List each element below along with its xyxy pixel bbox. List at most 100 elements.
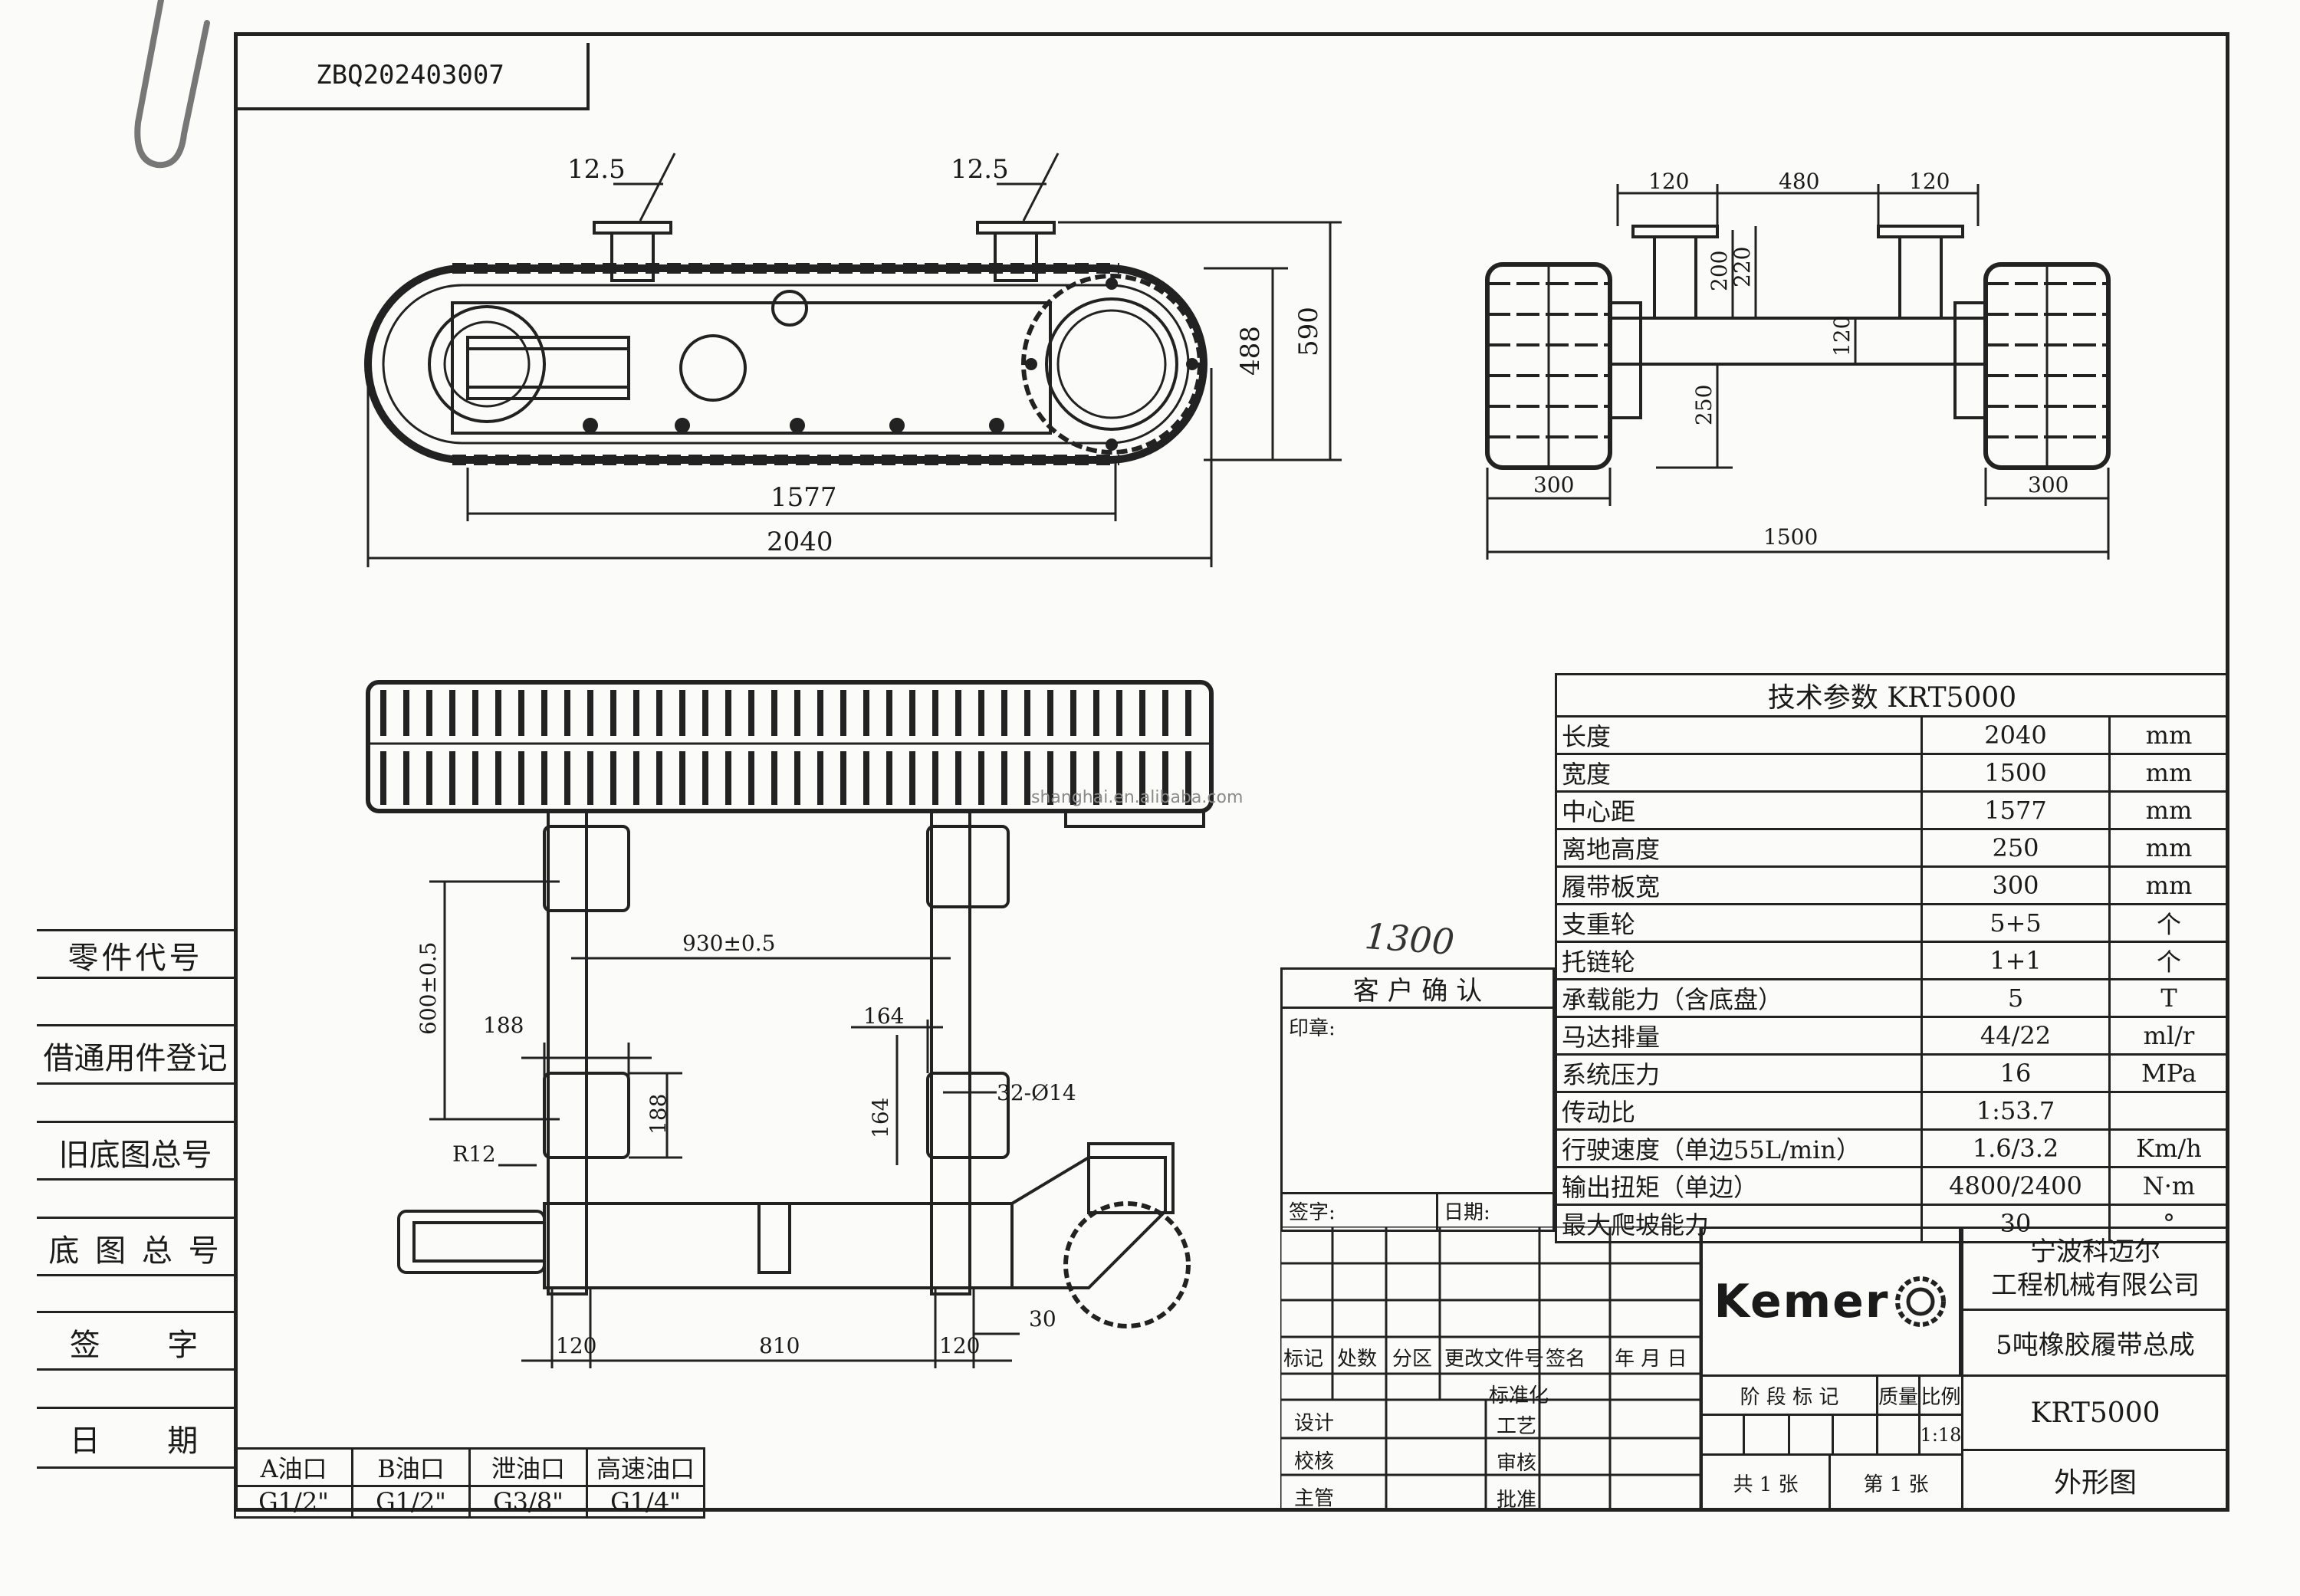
side-date: 日 期 — [37, 1407, 234, 1469]
dim-1577: 1577 — [770, 482, 837, 513]
dim-164-vertical: 164 — [868, 1098, 893, 1138]
param-value: 4800/2400 — [1921, 1166, 2111, 1206]
oil-port-value: G1/2" — [351, 1485, 471, 1519]
dim-front-250: 250 — [1691, 385, 1717, 425]
logo-gear-icon — [1895, 1276, 1947, 1327]
rev-header-sign: 签名 — [1546, 1348, 1586, 1371]
param-unit: ml/r — [2108, 1016, 2229, 1056]
front-view: 120 480 120 200 220 120 250 300 300 1500 — [1485, 169, 2111, 560]
dim-front-120-left: 120 — [1648, 169, 1689, 194]
approval-standard: 标准化 — [1489, 1384, 1549, 1407]
revision-grid — [1280, 1227, 1700, 1512]
dim-488: 488 — [1235, 326, 1266, 376]
dim-930: 930±0.5 — [682, 931, 775, 956]
param-name: 支重轮 — [1555, 903, 1923, 943]
role-supervisor: 主管 — [1294, 1487, 1335, 1510]
stage-label: 阶 段 标 记 — [1700, 1374, 1878, 1416]
param-name: 行驶速度（单边55L/min） — [1555, 1128, 1923, 1168]
side-view: 12.5 12.5 488 590 1577 2040 — [364, 153, 1342, 567]
model-number: KRT5000 — [1961, 1374, 2229, 1451]
dim-120-left: 120 — [556, 1333, 596, 1358]
param-name: 马达排量 — [1555, 1016, 1923, 1056]
rev-header-mark: 标记 — [1283, 1348, 1324, 1371]
customer-confirm-title: 客 户 确 认 — [1283, 970, 1552, 1009]
view-name: 外形图 — [1961, 1449, 2229, 1512]
dim-12-5-right: 12.5 — [951, 154, 1009, 185]
dim-188-horizontal: 188 — [483, 1013, 524, 1038]
param-name: 系统压力 — [1555, 1053, 1923, 1093]
side-base-total: 底 图 总 号 — [37, 1217, 234, 1276]
param-name: 托链轮 — [1555, 941, 1923, 980]
param-unit: 个 — [2108, 903, 2229, 943]
dim-front-480: 480 — [1779, 169, 1819, 194]
dim-810: 810 — [759, 1333, 800, 1358]
side-borrow-register: 借通用件登记 — [37, 1024, 234, 1085]
mass-label: 质量 — [1876, 1374, 1921, 1416]
role-check: 校核 — [1294, 1450, 1335, 1473]
dim-radius: R12 — [452, 1141, 496, 1167]
role-design: 设计 — [1294, 1412, 1335, 1435]
param-name: 长度 — [1555, 715, 1923, 755]
paper-clip-icon — [134, 0, 210, 169]
param-value: 5 — [1921, 978, 2111, 1018]
param-unit — [2108, 1091, 2229, 1131]
param-unit: T — [2108, 978, 2229, 1018]
param-unit: 个 — [2108, 941, 2229, 980]
company-line-2: 工程机械有限公司 — [1991, 1270, 2200, 1301]
oil-port-value: G1/4" — [586, 1485, 705, 1519]
dim-590: 590 — [1293, 307, 1324, 356]
param-name: 传动比 — [1555, 1091, 1923, 1131]
param-value: 2040 — [1921, 715, 2111, 755]
oil-port-header: A油口 — [234, 1447, 353, 1487]
param-name: 输出扭矩（单边） — [1555, 1166, 1923, 1206]
seal-label: 印章: — [1289, 1017, 1336, 1040]
dim-front-300-right: 300 — [2028, 472, 2068, 498]
param-name: 承载能力（含底盘） — [1555, 978, 1923, 1018]
dim-188-vertical: 188 — [646, 1094, 671, 1135]
param-value: 16 — [1921, 1053, 2111, 1093]
watermark: shanghai.en.alibaba.com — [1031, 788, 1244, 807]
product-name: 5吨橡胶履带总成 — [1961, 1309, 2229, 1377]
param-value: 44/22 — [1921, 1016, 2111, 1056]
scale-label: 比例 — [1918, 1374, 1963, 1416]
param-value: 30 — [1921, 1204, 2111, 1243]
track-outline — [364, 264, 1208, 464]
side-sign: 签 字 — [37, 1311, 234, 1371]
dim-front-300-left: 300 — [1533, 472, 1574, 498]
dim-30: 30 — [1029, 1306, 1056, 1332]
signature-label: 签字: — [1289, 1201, 1336, 1224]
dim-600: 600±0.5 — [416, 942, 441, 1035]
rev-header-count: 处数 — [1337, 1348, 1378, 1371]
oil-port-value: G1/2" — [234, 1485, 353, 1519]
dim-12-5-left: 12.5 — [567, 154, 626, 185]
rev-header-zone: 分区 — [1392, 1348, 1433, 1371]
param-value: 1577 — [1921, 790, 2111, 830]
param-unit: ° — [2108, 1204, 2229, 1243]
rev-header-doc: 更改文件号 — [1444, 1348, 1545, 1371]
side-part-code: 零件代号 — [37, 929, 234, 979]
sheet-number: 第 1 张 — [1829, 1453, 1963, 1512]
dim-bolt-holes: 32-Ø14 — [997, 1080, 1076, 1105]
scale-value: 1:18 — [1918, 1414, 1963, 1456]
top-view: 930±0.5 600±0.5 188 188 164 164 32-Ø14 R… — [366, 680, 1214, 1368]
oil-port-header: B油口 — [351, 1447, 471, 1487]
param-name: 履带板宽 — [1555, 865, 1923, 905]
oil-port-header: 泄油口 — [468, 1447, 588, 1487]
title-block: 标记 处数 分区 更改文件号 签名 年 月 日 设计 校核 主管 标准化 工艺 … — [1280, 1227, 2229, 1512]
param-unit: mm — [2108, 790, 2229, 830]
param-unit: mm — [2108, 753, 2229, 793]
tech-title: 技术参数 KRT5000 — [1555, 673, 2229, 718]
